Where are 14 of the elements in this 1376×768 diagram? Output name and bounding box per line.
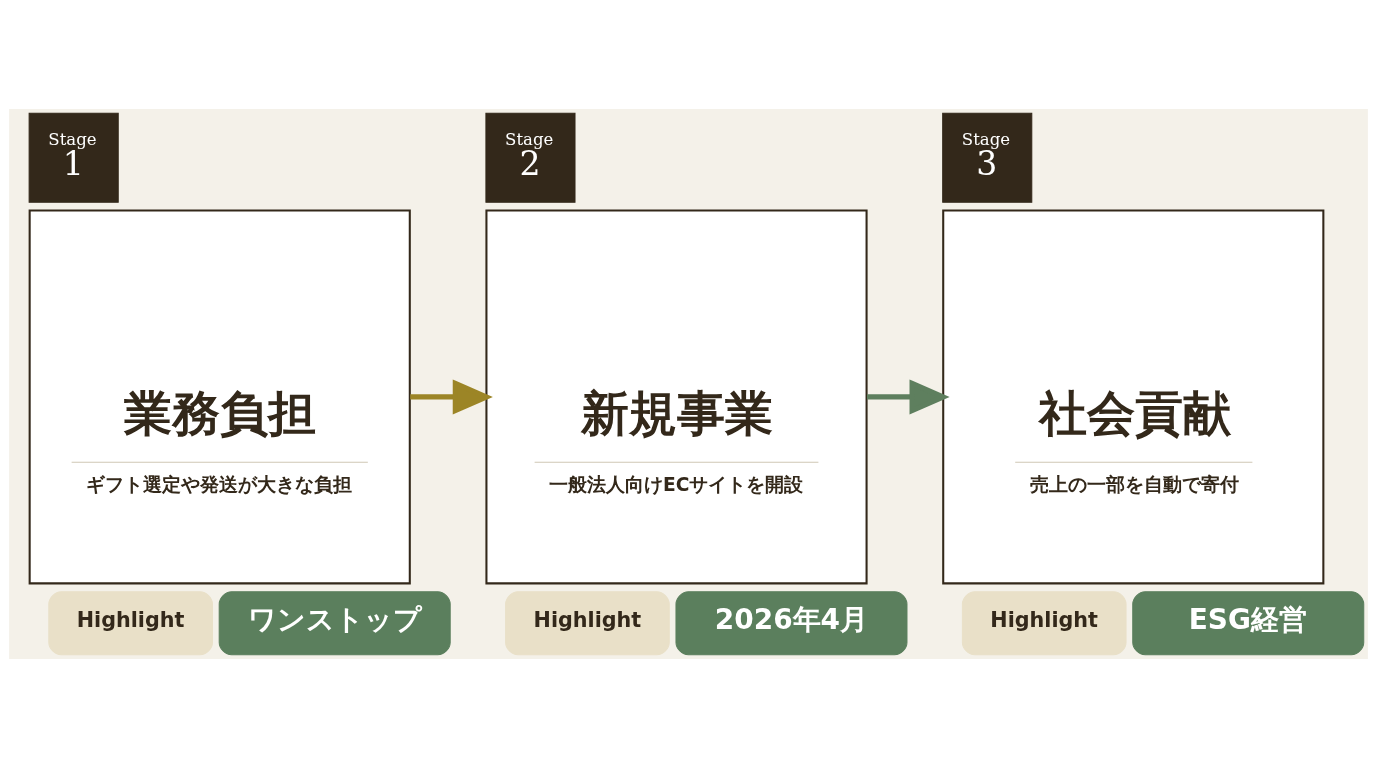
node-box: 新規事業 一般法人向けECサイトを開設 — [484, 209, 868, 585]
node-box: Highlight — [961, 591, 1127, 656]
node-box: Stage 2 — [484, 112, 575, 203]
node-box: 2026年4月 — [674, 591, 907, 656]
node-box: ワンストップ — [218, 591, 451, 656]
node-box: Stage 1 — [28, 112, 119, 203]
node-box: 社会貢献 売上の一部を自動で寄付 — [941, 209, 1324, 585]
node-box: Highlight — [47, 591, 213, 656]
node-box: Highlight — [504, 591, 670, 656]
arrow — [866, 379, 950, 415]
arrow — [409, 379, 493, 415]
node-box: ESG経営 — [1131, 591, 1364, 656]
node-box: Stage 3 — [941, 112, 1032, 203]
node-box: 業務負担 ギフト選定や発送が大きな負担 — [28, 209, 411, 585]
